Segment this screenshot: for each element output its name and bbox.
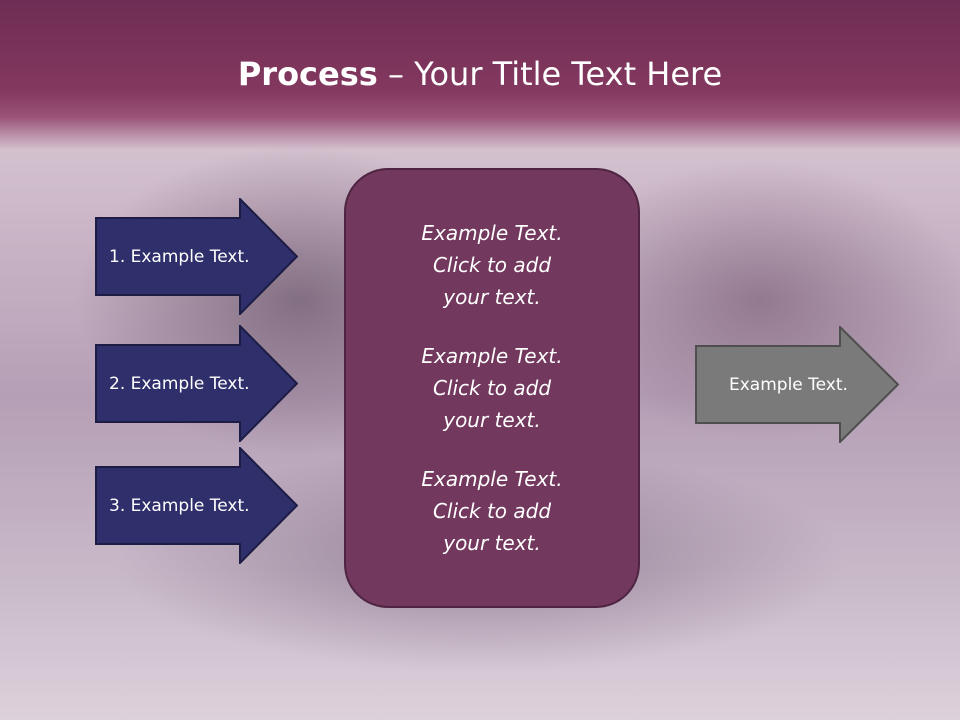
step-arrow-1[interactable]: 1. Example Text. bbox=[95, 198, 298, 315]
arrow-shape-icon bbox=[695, 326, 899, 443]
center-text-1: Example Text. Click to add your text. bbox=[421, 221, 563, 309]
arrow-shape-icon bbox=[95, 198, 298, 315]
step-label: 2. Example Text. bbox=[109, 373, 250, 394]
center-text-2: Example Text. Click to add your text. bbox=[421, 344, 563, 432]
step-label: 3. Example Text. bbox=[109, 495, 250, 516]
step-arrow-3[interactable]: 3. Example Text. bbox=[95, 447, 298, 564]
result-label: Example Text. bbox=[729, 374, 848, 395]
center-text-3: Example Text. Click to add your text. bbox=[421, 467, 563, 555]
title-bold: Process bbox=[237, 55, 378, 93]
result-arrow[interactable]: Example Text. bbox=[695, 326, 899, 443]
title-rest: – Your Title Text Here bbox=[377, 55, 723, 93]
step-label: 1. Example Text. bbox=[109, 246, 250, 267]
step-arrow-2[interactable]: 2. Example Text. bbox=[95, 325, 298, 442]
title-band bbox=[0, 0, 960, 150]
arrow-shape-icon bbox=[95, 325, 298, 442]
slide-title[interactable]: Process – Your Title Text Here bbox=[0, 52, 960, 96]
arrow-shape-icon bbox=[95, 447, 298, 564]
center-box[interactable]: Example Text. Click to add your text. Ex… bbox=[344, 168, 640, 608]
